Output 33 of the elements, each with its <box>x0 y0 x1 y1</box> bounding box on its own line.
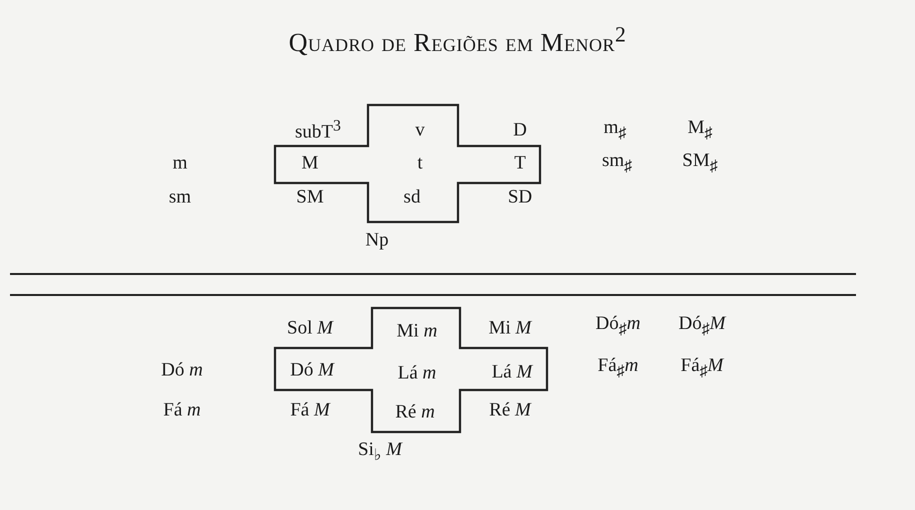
region-label: sm <box>168 188 192 206</box>
region-label: v <box>415 120 425 140</box>
region-label: Fá$_{♯}$M <box>680 356 724 380</box>
region-label: D <box>513 120 527 140</box>
region-label: sm$_{♯}$ <box>602 151 632 175</box>
region-label: Dó M <box>290 360 334 380</box>
region-label: Mi m <box>396 322 438 340</box>
region-label: m$_{♯}$ <box>604 118 626 142</box>
region-label: m <box>172 154 188 172</box>
region-label: subT$^{3}$ <box>295 118 341 142</box>
region-label: SM <box>296 188 324 206</box>
region-label: Dó m <box>161 360 203 380</box>
region-label: Ré M <box>489 400 531 420</box>
region-label: SD <box>508 188 532 206</box>
region-label: Fá$_{♯}$m <box>598 356 638 380</box>
region-label: T <box>514 154 526 172</box>
region-label: Fá m <box>163 400 201 420</box>
region-label: Dó$_{♯}$m <box>596 314 640 338</box>
region-label: Mi M <box>488 318 532 338</box>
region-label: t <box>417 154 423 172</box>
region-label: Sol M <box>287 318 333 338</box>
region-label: Np <box>365 230 389 250</box>
region-label: SM$_{♯}$ <box>682 151 718 175</box>
region-label: M <box>302 154 318 172</box>
region-label: Ré m <box>395 402 435 422</box>
region-label: Si$_{♭}$ M <box>358 440 402 464</box>
region-label: Fá M <box>290 400 330 420</box>
region-label: sd <box>404 188 420 206</box>
region-label: M$_{♯}$ <box>688 118 712 142</box>
title: Quadro de Regiões em Menor$^{2}$ <box>288 28 626 57</box>
region-label: Lá m <box>398 364 436 382</box>
region-label: Dó$_{♯}$M <box>678 314 726 338</box>
region-label: Lá M <box>492 362 532 382</box>
